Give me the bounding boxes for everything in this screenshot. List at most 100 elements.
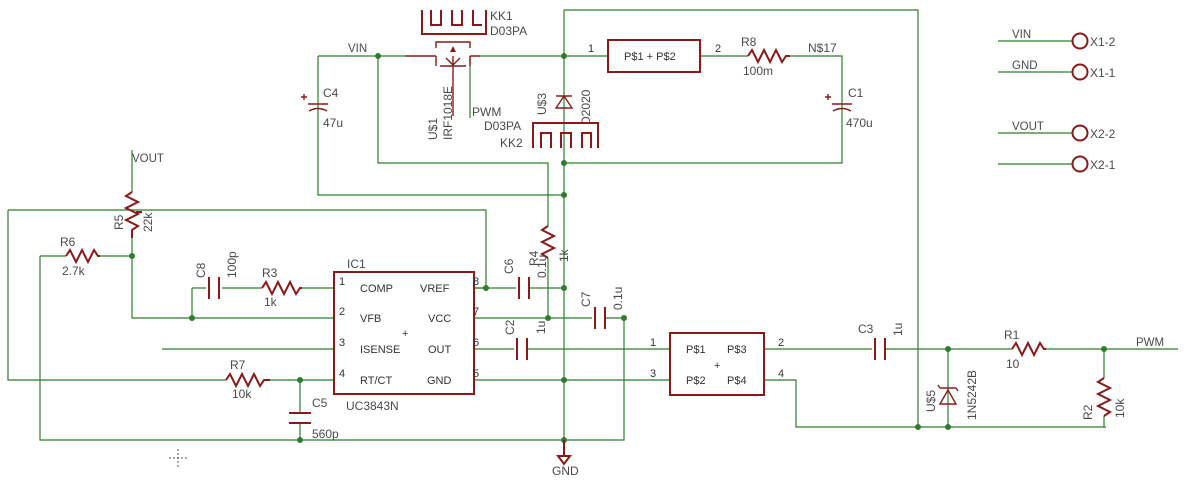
- capacitor-c4[interactable]: C4 47u: [301, 86, 343, 130]
- heatsink-kk2[interactable]: D03PA KK2: [484, 119, 599, 150]
- ic1-pin-comp: COMP: [360, 283, 393, 295]
- u5-name: U$5: [924, 390, 938, 412]
- transformer[interactable]: P$1 P$2 P$3 P$4 + 1 3 2 4: [650, 332, 784, 396]
- c2-value: 1u: [534, 321, 548, 334]
- xfmr-p2: P$2: [686, 375, 706, 387]
- u5-value: 1N5242B: [965, 370, 979, 420]
- r5-value: 22k: [141, 212, 155, 232]
- r6-value: 2.7k: [62, 264, 86, 278]
- c8-name: C8: [194, 262, 208, 278]
- junctions: [129, 53, 1107, 443]
- current-shunt[interactable]: P$1 + P$2 1 2: [588, 39, 721, 73]
- wire-top-return: [564, 9, 919, 427]
- resistor-r8[interactable]: R8 100m N$17: [741, 35, 837, 78]
- c6-value: 0.1u: [535, 255, 549, 278]
- capacitor-c5[interactable]: C5 560p: [289, 396, 339, 441]
- capacitor-c1[interactable]: C1 470u: [825, 86, 873, 130]
- resistor-r4[interactable]: R4 1k: [527, 225, 571, 266]
- kk1-value: D03PA: [490, 24, 527, 38]
- c5-name: C5: [312, 396, 328, 410]
- c5-value: 560p: [312, 427, 339, 441]
- r3-value: 1k: [264, 295, 278, 309]
- resistor-r2[interactable]: R2 10k: [1081, 377, 1127, 420]
- xfmr-plus: +: [714, 360, 720, 372]
- r8-value: 100m: [743, 64, 773, 78]
- n17-net-label: N$17: [808, 41, 837, 55]
- kk2-name: KK2: [500, 136, 523, 150]
- ic1-name: IC1: [347, 257, 366, 271]
- c1-name: C1: [848, 86, 864, 100]
- u3-value: D2020: [579, 89, 593, 125]
- capacitor-c7[interactable]: C7 0.1u: [579, 287, 625, 329]
- connector-x1-1[interactable]: GND X1-1: [1012, 60, 1116, 81]
- crosshair-cursor-icon: [169, 449, 187, 467]
- ic1-num-6: 6: [473, 337, 479, 349]
- resistor-r7[interactable]: R7 10k: [225, 358, 270, 401]
- mosfet-u1[interactable]: U$1 IRF1018E PWM: [405, 41, 501, 140]
- ic1-num-2: 2: [339, 306, 345, 318]
- pwm-net-label: PWM: [1136, 337, 1164, 349]
- ic1-num-5: 5: [473, 368, 479, 380]
- wire-r5-to-vfb: [131, 238, 334, 319]
- kk1-name: KK1: [490, 9, 513, 23]
- gnd-label: GND: [552, 464, 579, 478]
- ic1-num-7: 7: [473, 306, 479, 318]
- connector-x2-2[interactable]: VOUT X2-2: [1012, 121, 1116, 142]
- wire-comp: [191, 287, 334, 318]
- resistor-r6[interactable]: R6 2.7k: [60, 235, 100, 278]
- r4-value: 1k: [557, 248, 571, 262]
- x1-2-label: X1-2: [1090, 35, 1116, 49]
- ic-uc3843[interactable]: IC1 UC3843N + COMP VFB ISENSE RT/CT VREF…: [333, 257, 479, 413]
- ic1-pin-vcc: VCC: [428, 313, 451, 325]
- xfmr-n1: 1: [650, 337, 656, 349]
- connector-x2-1[interactable]: X2-1: [1071, 155, 1116, 173]
- c6-name: C6: [502, 258, 516, 274]
- ic1-pin-isense: ISENSE: [360, 344, 400, 356]
- wire-r8-c1-loop: [564, 55, 843, 164]
- xfmr-p1: P$1: [686, 344, 706, 356]
- connector-x1-2[interactable]: VIN X1-2: [1012, 29, 1116, 50]
- c3-value: 1u: [891, 323, 905, 336]
- r7-name: R7: [230, 358, 246, 372]
- resistor-r5[interactable]: R5 22k: [112, 191, 155, 238]
- r3-name: R3: [262, 266, 278, 280]
- ic1-value: UC3843N: [346, 399, 399, 413]
- wires: [7, 9, 1178, 441]
- x2-2-label: X2-2: [1090, 127, 1116, 141]
- shunt-label: P$1 + P$2: [624, 51, 676, 63]
- wire-gnd-loop: [39, 256, 625, 441]
- capacitor-c3[interactable]: C3 1u: [858, 322, 905, 360]
- c1-value: 470u: [846, 116, 873, 130]
- vout-net-label: VOUT: [132, 153, 164, 165]
- xfmr-n3: 3: [650, 368, 656, 380]
- ic1-pin-gnd: GND: [427, 375, 452, 387]
- heatsink-kk1[interactable]: KK1 D03PA: [421, 9, 527, 38]
- r2-value: 10k: [1113, 398, 1127, 418]
- r5-name: R5: [112, 214, 126, 230]
- r4-name: R4: [527, 250, 541, 266]
- ic1-plus: +: [402, 328, 408, 340]
- r6-name: R6: [60, 235, 76, 249]
- vin-net-label: VIN: [348, 43, 367, 55]
- x1-2-net: VIN: [1012, 29, 1031, 41]
- resistor-r3[interactable]: R3 1k: [261, 266, 302, 309]
- ic1-num-4: 4: [339, 368, 345, 380]
- xfmr-p3: P$3: [727, 344, 747, 356]
- u1-name: U$1: [426, 118, 440, 140]
- ground-symbol: GND: [552, 440, 579, 478]
- c7-name: C7: [579, 291, 593, 307]
- r8-name: R8: [741, 35, 757, 49]
- u1-value: IRF1018E: [441, 86, 455, 140]
- zener-u5[interactable]: U$5 1N5242B: [924, 370, 979, 420]
- x1-1-net: GND: [1012, 60, 1038, 72]
- capacitor-c2[interactable]: C2 1u: [503, 319, 548, 360]
- r2-name: R2: [1081, 404, 1095, 420]
- resistor-r1[interactable]: R1 10: [1004, 328, 1046, 371]
- u1-gate-net: PWM: [472, 105, 501, 119]
- x2-1-label: X2-1: [1090, 158, 1116, 172]
- capacitor-c6[interactable]: C6 0.1u: [502, 255, 549, 299]
- capacitor-c8[interactable]: C8 100p: [194, 251, 239, 299]
- diode-u3[interactable]: U$3 D2020: [535, 89, 593, 125]
- xfmr-n2: 2: [778, 337, 784, 349]
